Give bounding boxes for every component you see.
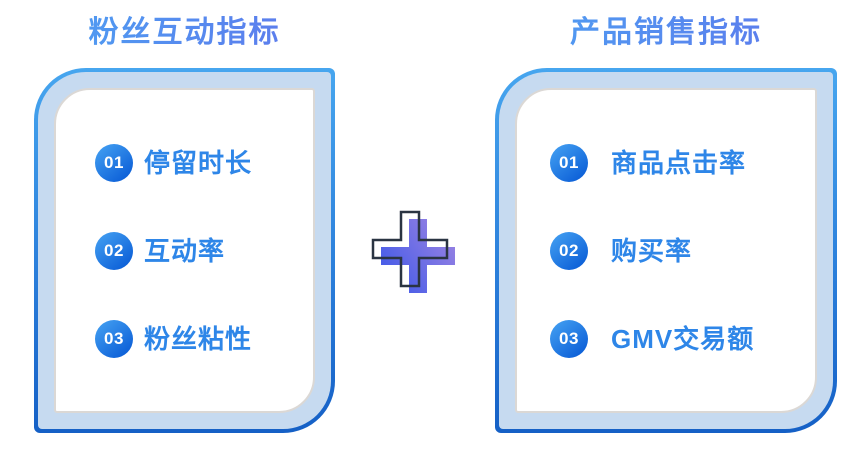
list-item: 02 购买率: [550, 231, 815, 270]
left-panel: 01 停留时长 02 互动率 03 粉丝粘性: [34, 68, 335, 433]
left-panel-card: 01 停留时长 02 互动率 03 粉丝粘性: [54, 88, 315, 413]
item-label: 商品点击率: [611, 147, 747, 178]
list-item: 01 商品点击率: [550, 143, 815, 182]
plus-fill-shape: [381, 219, 455, 293]
item-number-badge: 03: [95, 319, 133, 358]
item-number-badge: 02: [550, 231, 588, 270]
right-panel: 01 商品点击率 02 购买率 03 GMV交易额: [495, 68, 837, 433]
item-label: GMV交易额: [611, 323, 755, 354]
plus-icon-svg: [371, 210, 455, 293]
item-label: 购买率: [611, 235, 693, 266]
left-panel-title: 粉丝互动指标: [34, 16, 335, 50]
item-number-badge: 03: [550, 319, 588, 358]
item-label: 互动率: [144, 235, 226, 266]
list-item: 03 GMV交易额: [550, 319, 815, 358]
item-number-badge: 01: [95, 143, 133, 182]
right-panel-card: 01 商品点击率 02 购买率 03 GMV交易额: [515, 88, 817, 413]
plus-outline-shape: [371, 210, 449, 288]
plus-icon: [370, 205, 458, 300]
item-number-badge: 01: [550, 143, 588, 182]
right-panel-frame: 01 商品点击率 02 购买率 03 GMV交易额: [499, 72, 833, 429]
left-panel-frame: 01 停留时长 02 互动率 03 粉丝粘性: [38, 72, 331, 429]
list-item: 02 互动率: [95, 231, 313, 270]
right-panel-title: 产品销售指标: [495, 16, 837, 50]
item-label: 粉丝粘性: [144, 323, 253, 354]
list-item: 03 粉丝粘性: [95, 319, 313, 358]
item-label: 停留时长: [144, 147, 253, 178]
list-item: 01 停留时长: [95, 143, 313, 182]
item-number-badge: 02: [95, 231, 133, 270]
